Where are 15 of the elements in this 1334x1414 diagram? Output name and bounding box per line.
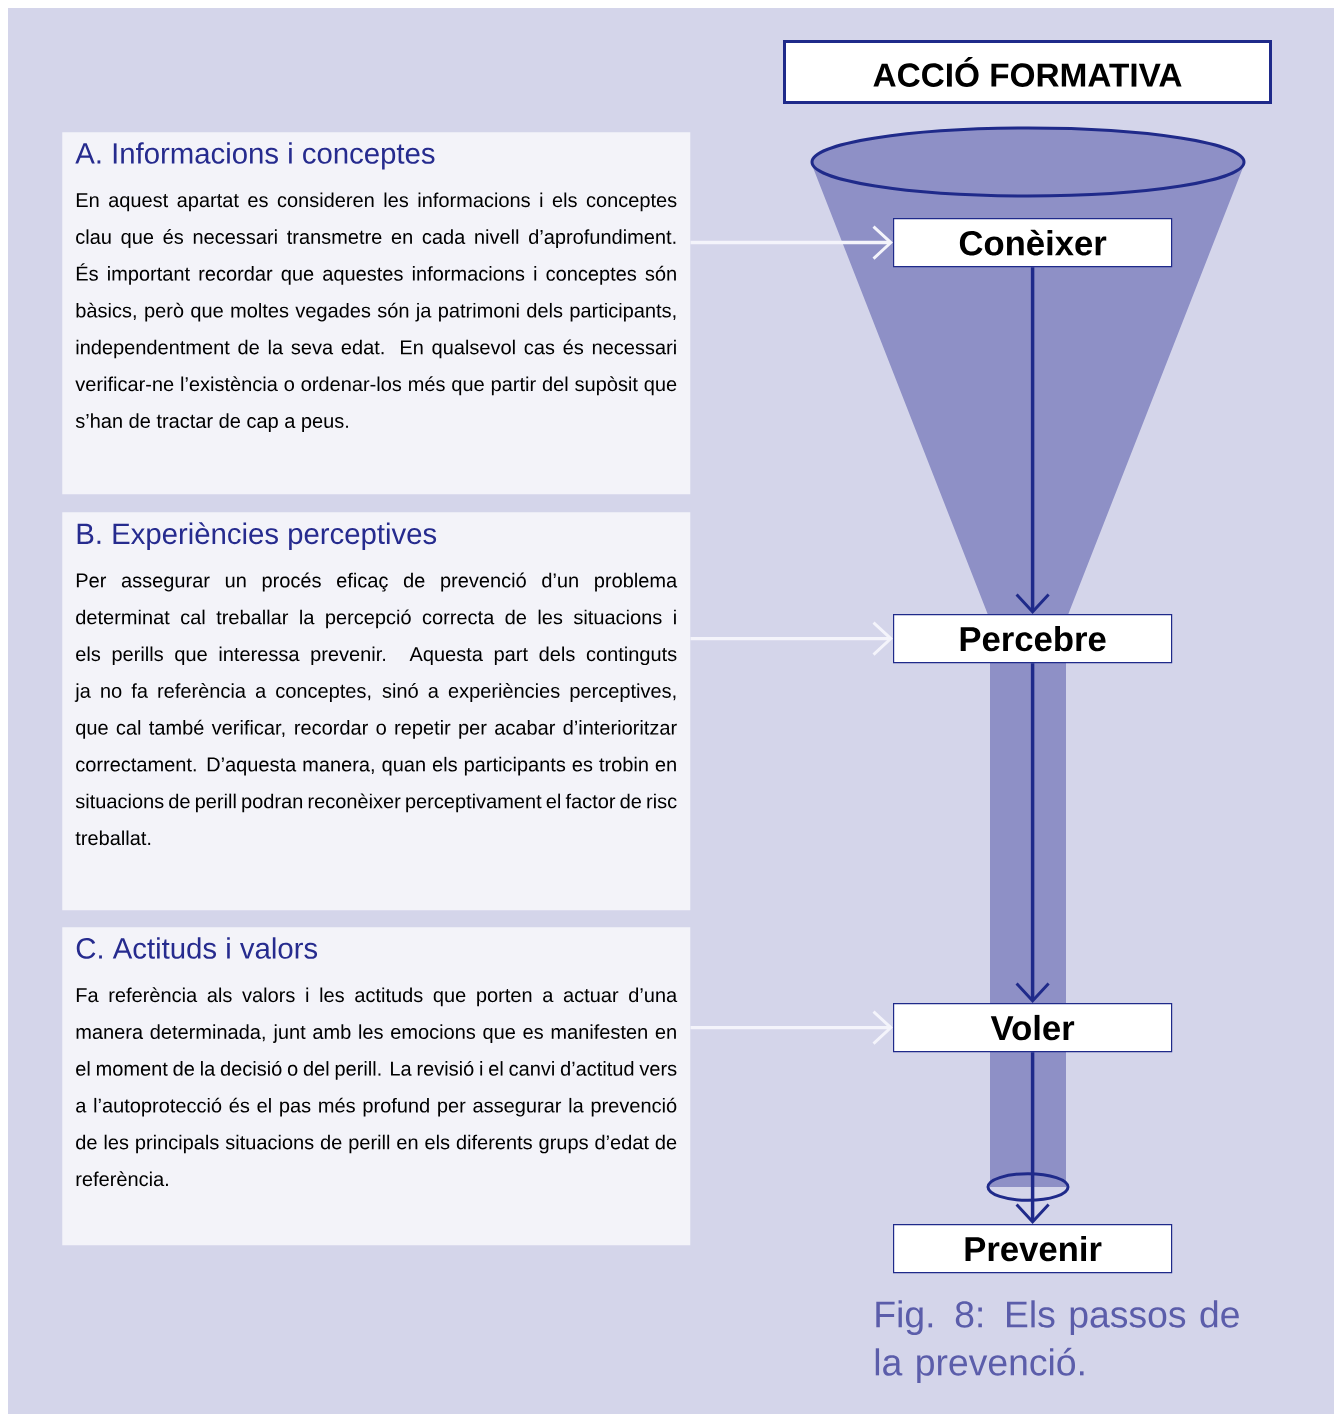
arrow — [1015, 1052, 1050, 1224]
arrow — [690, 225, 893, 260]
step-box: Voler — [893, 1003, 1173, 1053]
caption: Fig. 8: Els passos de la prevenció. — [875, 1300, 1239, 1384]
arrow — [1015, 267, 1050, 614]
arrow — [690, 1010, 893, 1045]
step-box: Prevenir — [893, 1224, 1173, 1274]
text-card: C. Actituds i valors Fa referència als valors i les actituds que porten a actuar d’una manera determinada, junt amb les emocions que es manifesten en el moment de la decisió o del perill. La revisió i el canvi d’actitud vers a l’autoprotecció és el pas més profund per assegurar la prevenció de les principals situacions de perill en els diferents grups d’edat de referència. — [62, 927, 691, 1246]
title-box: ACCIÓ FORMATIVA — [783, 40, 1272, 104]
text-card: A. Informacions i conceptes En aquest apartat es consideren les informacions i els conceptes clau que és necessari transmetre en cada nivell d’aprofundiment. És important recordar que aquestes informacions i conceptes són bàsics, però que moltes vegades són ja patrimoni dels participants, independentment de la seva edat. En qualsevol cas és necessari verificar-ne l’existència o ordenar-los més que partir del supòsit que s’han de tractar de cap a peus. — [62, 132, 691, 495]
arrow — [1015, 663, 1050, 1003]
arrow — [690, 621, 893, 656]
step-box: Conèixer — [893, 218, 1173, 268]
text-card: B. Experiències perceptives Per assegurar un procés eficaç de prevenció d’un problema determinat cal treballar la percepció correcta de les situacions i els perills que interessa prevenir. Aquesta part dels continguts ja no fa referència a conceptes, sinó a experiències perceptives, que cal també verificar, recordar o repetir per acabar d’interioritzar correctament. D’aquesta manera, quan els participants es trobin en situacions de perill podran reconèixer perceptivament el factor de risc treballat. — [62, 512, 691, 911]
step-box: Percebre — [893, 614, 1173, 664]
